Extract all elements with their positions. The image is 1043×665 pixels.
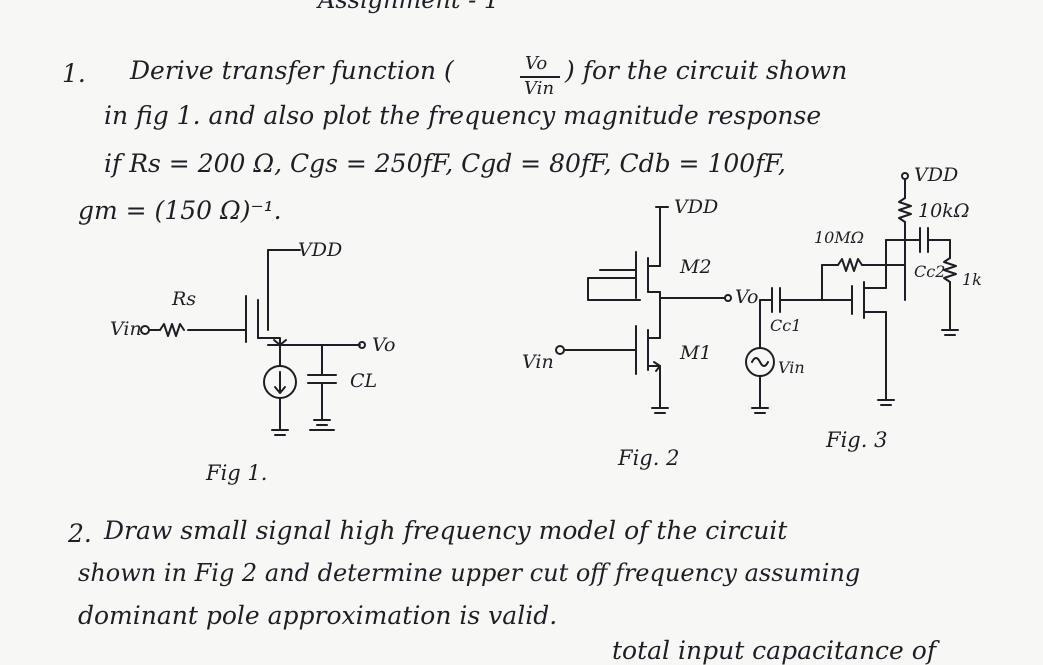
q1-number: 1. — [62, 59, 86, 88]
q2-line1: Draw small signal high frequency model o… — [104, 516, 788, 545]
q1-fraction-denominator: Vin — [524, 78, 555, 99]
fig1-cl-label: CL — [350, 370, 378, 392]
q1-line3: if Rs = 200 Ω, Cgs = 250fF, Cgd = 80fF, … — [104, 149, 786, 178]
fig2-caption: Fig. 2 — [618, 446, 680, 470]
fig2-m1-label: M1 — [680, 342, 712, 364]
fig1-vin-label: Vin — [110, 318, 142, 340]
fig3-circuit — [745, 172, 959, 414]
fig3-caption: Fig. 3 — [826, 428, 888, 452]
fig2-circuit — [555, 206, 732, 414]
q2-number: 2. — [68, 519, 92, 548]
fig3-cc1-label: Cc1 — [770, 316, 802, 335]
q2-line3: dominant pole approximation is valid. — [78, 601, 558, 630]
fig3-cc2-label: Cc2 — [914, 262, 946, 281]
fig3-r-source-label: 1k — [962, 270, 982, 289]
header-title-fragment: Assignment - 1 — [318, 0, 500, 14]
fig1-caption: Fig 1. — [206, 461, 268, 485]
q1-line1a: Derive transfer function ( — [130, 56, 454, 85]
q2-line4: total input capacitance of — [612, 636, 937, 665]
fig1-rs-label: Rs — [172, 288, 197, 310]
fig2-m2-label: M2 — [680, 256, 712, 278]
q1-fraction-numerator: Vo — [525, 53, 548, 74]
fig3-vin-label: Vin — [778, 358, 805, 377]
q1-line2: in fig 1. and also plot the frequency ma… — [104, 101, 822, 130]
fig3-r-gate-label: 10MΩ — [814, 228, 865, 247]
fig3-r-drain-label: 10kΩ — [918, 200, 970, 222]
q1-line1b: ) for the circuit shown — [565, 56, 848, 85]
q2-line2: shown in Fig 2 and determine upper cut o… — [78, 559, 861, 587]
fig2-vdd-label: VDD — [674, 196, 719, 218]
fig1-vdd-label: VDD — [298, 239, 343, 261]
fig1-circuit — [140, 249, 366, 436]
q1-line4: gm = (150 Ω)⁻¹. — [78, 196, 282, 225]
fig3-vdd-label: VDD — [914, 164, 959, 186]
q1-fraction-bar — [520, 76, 560, 78]
fig1-vo-label: Vo — [372, 334, 396, 356]
fig2-vo-label: Vo — [735, 286, 759, 308]
fig2-vin-label: Vin — [522, 351, 554, 373]
